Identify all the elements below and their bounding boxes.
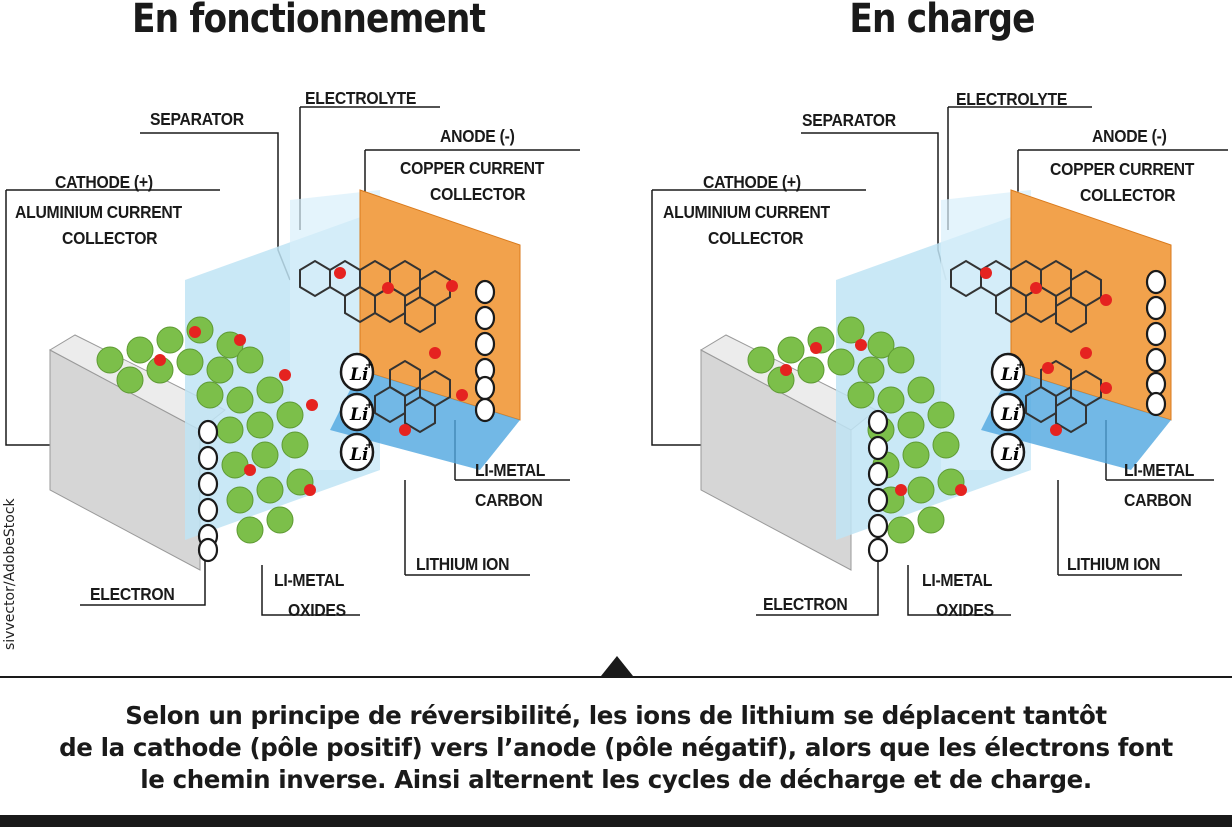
divider-line <box>0 676 1232 678</box>
label-limetal-carbon-1: LI-METAL <box>475 460 545 480</box>
label-aluminium-2: COLLECTOR <box>62 228 157 248</box>
label-electrolyte: ELECTROLYTE <box>305 88 416 108</box>
caption-line: de la cathode (pôle positif) vers l’anod… <box>0 732 1232 764</box>
label-cathode: CATHODE (+) <box>55 172 153 192</box>
label-copper-1: COPPER CURRENT <box>400 158 544 178</box>
battery-illustration: Li + Li + Li + <box>0 70 616 650</box>
li-ion-badges: Li + Li + Li + <box>341 354 373 470</box>
label-limetal-carbon-2: CARBON <box>475 490 543 510</box>
li-charge: + <box>1016 400 1024 411</box>
li-charge: + <box>365 360 373 371</box>
label-separator: SEPARATOR <box>802 110 896 130</box>
label-cathode: CATHODE (+) <box>703 172 801 192</box>
label-limetal-oxides-1: LI-METAL <box>922 570 992 590</box>
label-limetal-carbon-1: LI-METAL <box>1124 460 1194 480</box>
li-charge: + <box>1016 440 1024 451</box>
li-charge: + <box>1016 360 1024 371</box>
label-anode: ANODE (-) <box>1092 126 1167 146</box>
label-electron: ELECTRON <box>90 584 174 604</box>
pointer-triangle-icon <box>601 656 633 676</box>
title-charge: En charge <box>770 0 1114 42</box>
li-ion-badges: Li + Li + Li + <box>992 354 1024 470</box>
label-separator: SEPARATOR <box>150 109 244 129</box>
caption: Selon un principe de réversibilité, les … <box>0 700 1232 796</box>
label-limetal-oxides-2: OXIDES <box>936 600 994 620</box>
label-limetal-oxides-1: LI-METAL <box>274 570 344 590</box>
label-limetal-oxides-2: OXIDES <box>288 600 346 620</box>
label-aluminium-1: ALUMINIUM CURRENT <box>663 202 830 222</box>
watermark-credit: sivvector/AdobeStock <box>2 498 18 650</box>
label-aluminium-2: COLLECTOR <box>708 228 803 248</box>
caption-line: Selon un principe de réversibilité, les … <box>0 700 1232 732</box>
battery-diagram-discharge: Li + Li + Li + SEPARATOR ELECTROLYTE ANO… <box>0 70 616 650</box>
label-aluminium-1: ALUMINIUM CURRENT <box>15 202 182 222</box>
label-copper-1: COPPER CURRENT <box>1050 159 1194 179</box>
li-charge: + <box>365 440 373 451</box>
bottom-bar <box>0 815 1232 827</box>
label-electron: ELECTRON <box>763 594 847 614</box>
caption-line: le chemin inverse. Ainsi alternent les c… <box>0 764 1232 796</box>
label-limetal-carbon-2: CARBON <box>1124 490 1192 510</box>
label-lithium-ion: LITHIUM ION <box>1067 554 1160 574</box>
label-lithium-ion: LITHIUM ION <box>416 554 509 574</box>
label-anode: ANODE (-) <box>440 126 515 146</box>
label-copper-2: COLLECTOR <box>430 184 525 204</box>
li-charge: + <box>365 400 373 411</box>
label-electrolyte: ELECTROLYTE <box>956 89 1067 109</box>
battery-diagram-charge: Li + Li + Li + SEPARATOR ELECTROLYTE ANO… <box>616 70 1232 650</box>
title-discharge: En fonctionnement <box>132 0 476 42</box>
label-copper-2: COLLECTOR <box>1080 185 1175 205</box>
